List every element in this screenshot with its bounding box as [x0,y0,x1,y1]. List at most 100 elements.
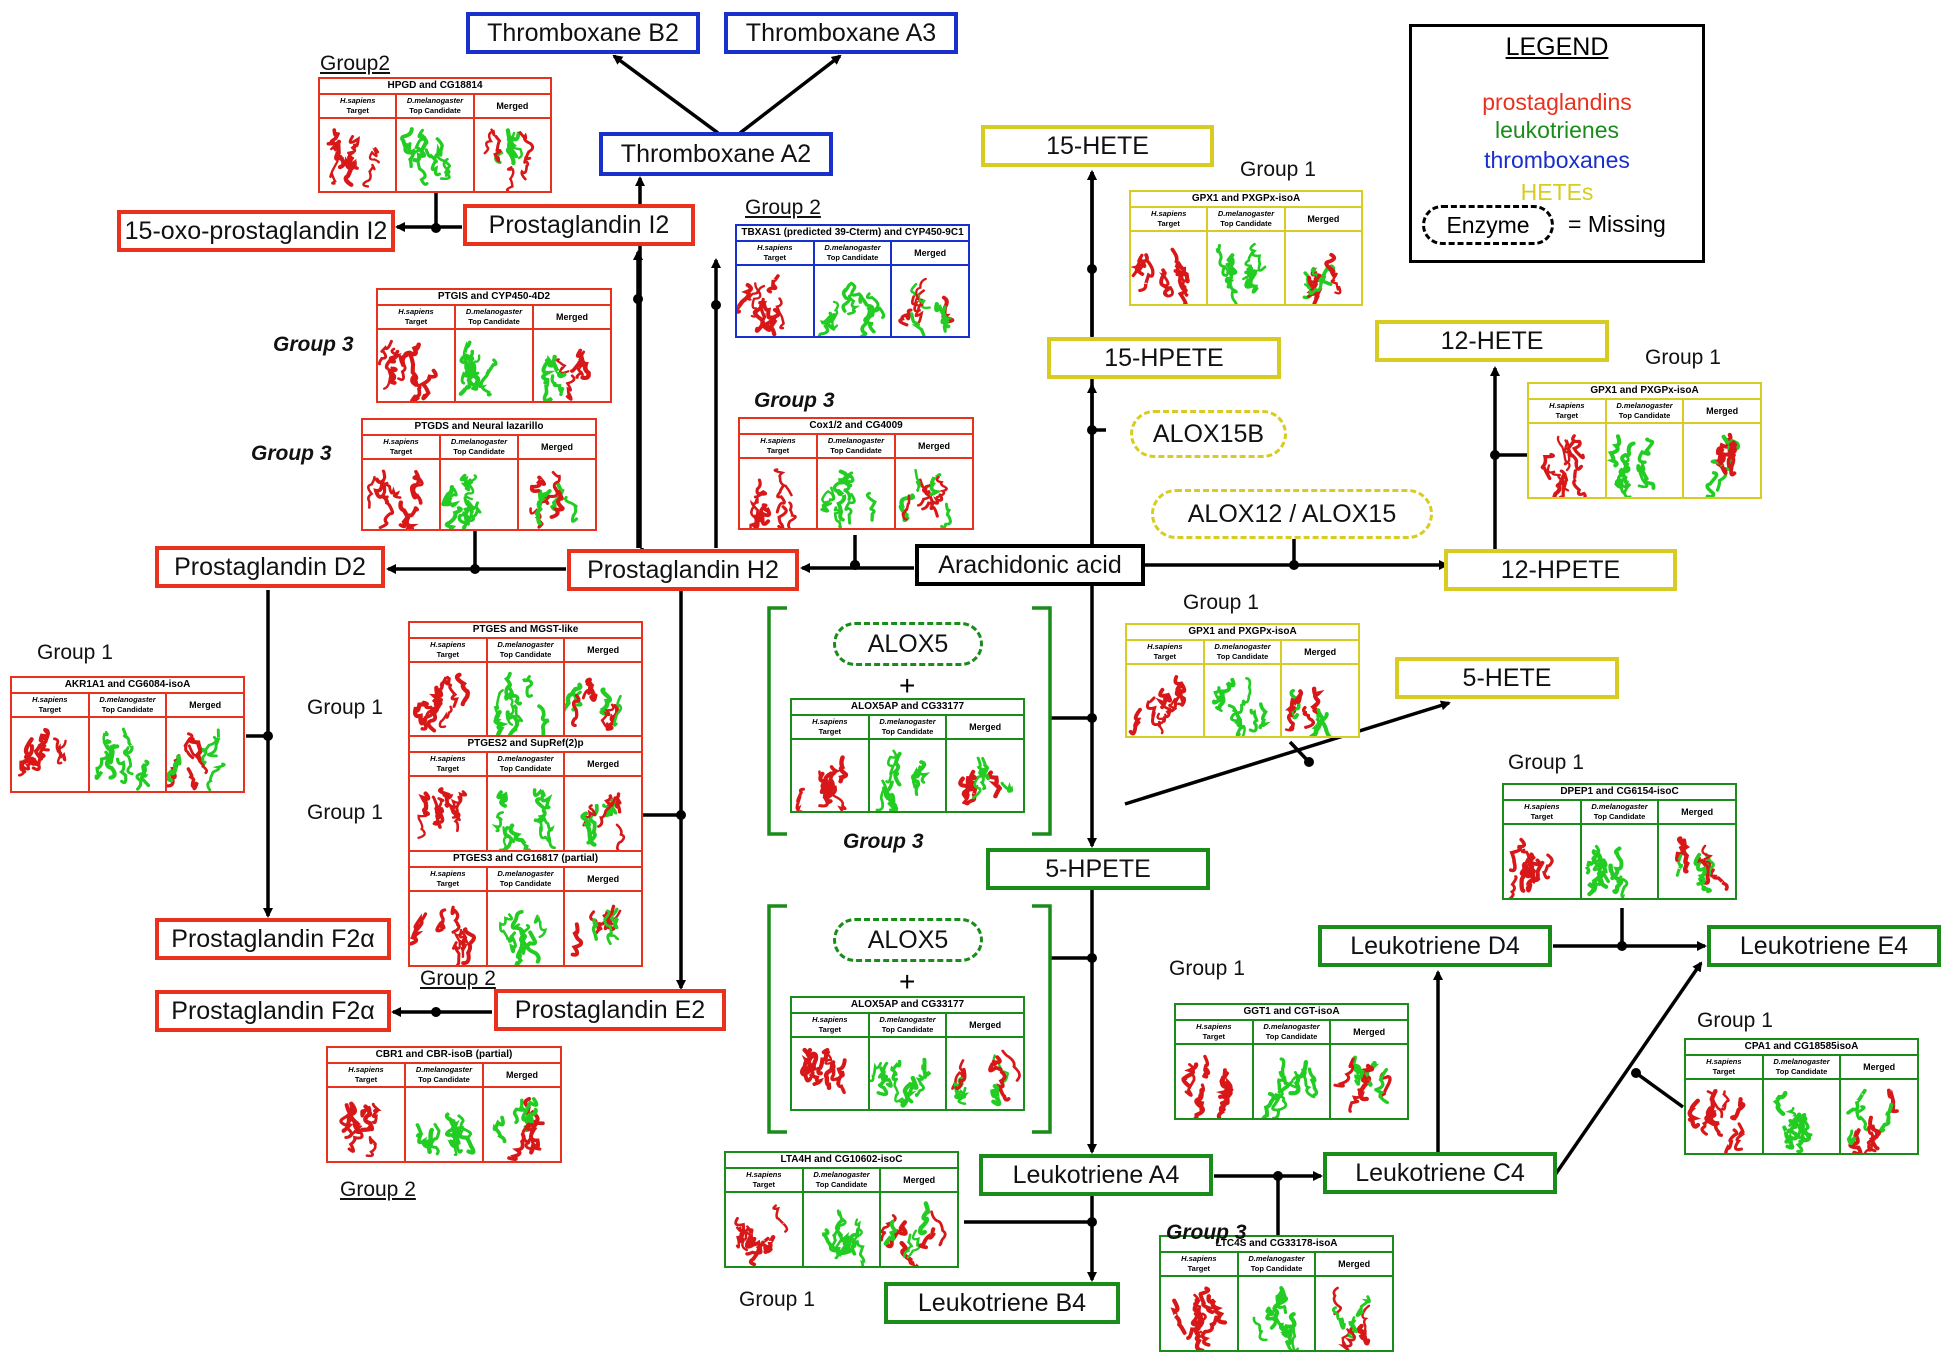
metabolite-lte4[interactable]: Leukotriene E4 [1707,925,1941,967]
metabolite-txa3[interactable]: Thromboxane A3 [724,12,958,54]
column-fly-role: Top Candidate [1618,411,1671,420]
structure-cell-human [410,892,488,965]
structure-cell-fly [488,892,566,965]
metabolite-hete5[interactable]: 5-HETE [1395,657,1619,699]
column-merged: Merged [587,645,620,655]
column-merged: Merged [1304,647,1337,657]
metabolite-hete12[interactable]: 12-HETE [1375,320,1609,362]
column-fly-species: D.melanogaster [1591,802,1648,811]
panel-title: CPA1 and CG18585isoA [1686,1040,1917,1056]
metabolite-hpete12[interactable]: 12-HPETE [1444,549,1677,591]
metabolite-txa2[interactable]: Thromboxane A2 [599,132,833,176]
column-human-species: H.sapiens [383,437,419,446]
merged-structure-render [570,904,622,957]
metabolite-pgh2[interactable]: Prostaglandin H2 [567,549,799,591]
fly-structure-render [1606,434,1656,497]
structure-cell-merged [1684,424,1760,497]
metabolite-aa[interactable]: Arachidonic acid [915,544,1145,586]
column-merged: Merged [1307,214,1340,224]
column-fly-species: D.melanogaster [813,1170,870,1179]
column-fly-role: Top Candidate [1216,652,1269,661]
column-human-role: Target [346,106,369,115]
metabolite-hete15[interactable]: 15-HETE [981,125,1214,167]
metabolite-oxo[interactable]: 15-oxo-prostaglandin I2 [117,210,395,252]
column-human-role: Target [436,650,460,659]
structure-cell-merged [1331,1045,1407,1118]
merged-structure-render [1675,836,1730,893]
metabolite-pgd2[interactable]: Prostaglandin D2 [155,546,385,588]
group-label: Group 1 [307,696,383,719]
group-label: Group 3 [1166,1221,1247,1244]
structure-cell-human [737,266,815,336]
panel-title: PTGIS and CYP450-4D2 [378,290,610,306]
fly-structure-render [1772,1090,1813,1153]
column-fly-species: D.melanogaster [879,717,936,726]
panel-structures [363,460,595,529]
column-fly-role: Top Candidate [1593,812,1646,821]
enzyme-link-line [1634,1071,1685,1109]
merged-structure-render [167,728,226,791]
metabolite-pgf2a2[interactable]: Prostaglandin F2α [155,990,391,1032]
column-human-role: Target [1202,1032,1226,1041]
merged-structure-render [541,348,591,401]
human-structure-render [17,728,67,777]
structure-cell-human [363,460,441,529]
panel-structures [792,1038,1023,1109]
column-merged: Merged [1706,406,1739,416]
structure-panel-tbxas1: TBXAS1 (predicted 39-Cterm) and CYP450-9… [735,224,970,338]
fly-structure-render [875,749,931,811]
metabolite-txb2[interactable]: Thromboxane B2 [466,12,700,54]
fly-structure-render [1261,1057,1318,1118]
panel-title: ALOX5AP and CG33177 [792,700,1023,716]
structure-cell-merged [565,892,641,965]
panel-title: GPX1 and PXGPx-isoA [1127,625,1358,641]
column-human-species: H.sapiens [1706,1057,1742,1066]
column-human-role: Target [1153,652,1177,661]
merged-structure-render [1302,252,1342,304]
panel-structures [1176,1045,1407,1118]
structure-cell-fly [815,266,893,336]
metabolite-pgi2[interactable]: Prostaglandin I2 [463,204,695,246]
metabolite-pge2[interactable]: Prostaglandin E2 [494,989,726,1031]
alox5-complex-bracket [767,904,1052,1134]
metabolite-hpete15[interactable]: 15-HPETE [1047,337,1281,379]
metabolite-ltc4[interactable]: Leukotriene C4 [1323,1152,1557,1194]
column-human-species: H.sapiens [757,243,793,252]
column-fly-species: D.melanogaster [497,869,554,878]
structure-cell-fly [441,460,519,529]
human-structure-render [1170,1286,1228,1350]
column-fly-species: D.melanogaster [1248,1254,1305,1263]
structure-cell-fly [1205,665,1283,736]
plus-sign: + [899,670,916,701]
metabolite-lta4[interactable]: Leukotriene A4 [979,1154,1213,1196]
column-human-species: H.sapiens [348,1065,384,1074]
metabolite-hpete5[interactable]: 5-HPETE [986,848,1210,890]
column-merged: Merged [1353,1027,1386,1037]
column-human-species: H.sapiens [398,307,434,316]
metabolite-pgf2a1[interactable]: Prostaglandin F2α [155,918,391,960]
metabolite-ltd4[interactable]: Leukotriene D4 [1318,925,1552,967]
merged-structure-render [1285,686,1332,736]
merged-structure-render [1332,1286,1372,1350]
column-fly-species: D.melanogaster [406,96,464,105]
metabolite-ltb4[interactable]: Leukotriene B4 [884,1282,1120,1324]
human-structure-render [737,274,785,336]
panel-title: AKR1A1 and CG6084-isoA [12,678,243,694]
